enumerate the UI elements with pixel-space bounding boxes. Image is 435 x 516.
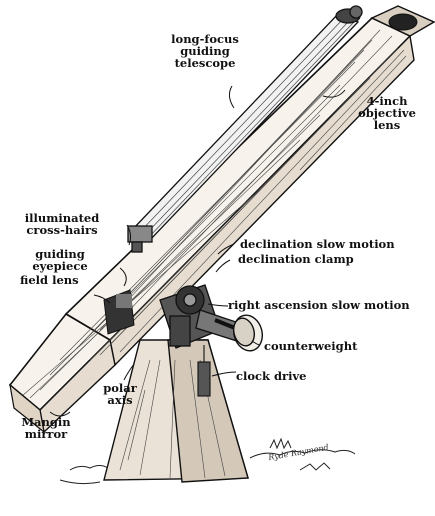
leader-lines: [49, 85, 346, 417]
label-line: 4-inch: [366, 94, 408, 108]
clock-drive: [197, 345, 211, 397]
label-line: polar: [103, 381, 137, 395]
counterweight: [214, 314, 264, 352]
label-cross-hairs: illuminated cross-hairs: [8, 212, 116, 236]
label-guiding-telescope: long-focus guiding telescope: [150, 33, 260, 69]
label-line: axis: [107, 393, 133, 407]
label-guiding-eyepiece: guiding eyepiece: [20, 248, 100, 272]
label-line: illuminated: [24, 211, 100, 225]
label-objective-lens: 4-inch objective lens: [352, 95, 422, 131]
label-mangin-mirror: Mangin mirror: [6, 416, 86, 440]
label-line: mirror: [24, 427, 68, 441]
label-line: telescope: [174, 56, 236, 70]
label-clock-drive: clock drive: [236, 369, 307, 383]
label-line: eyepiece: [32, 259, 88, 273]
equatorial-head: [159, 284, 246, 349]
guiding-telescope: [127, 5, 363, 253]
label-line: objective: [358, 106, 416, 120]
platholder-box: [103, 289, 135, 335]
label-declination-clamp: declination clamp: [238, 252, 354, 266]
label-counterweight: counterweight: [264, 339, 358, 353]
label-line: long-focus: [171, 32, 239, 46]
label-line: guiding: [35, 247, 85, 261]
main-tube: [8, 5, 435, 434]
label-line: cross-hairs: [26, 223, 98, 237]
ground: [59, 437, 356, 485]
label-line: guiding: [180, 44, 230, 58]
pier: [103, 339, 249, 483]
label-line: lens: [373, 118, 401, 132]
label-polar-axis: polar axis: [90, 382, 150, 406]
label-line: Mangin: [21, 415, 71, 429]
label-declination-slow-motion: declination slow motion: [240, 237, 395, 251]
label-field-lens: field lens: [20, 273, 79, 287]
label-right-ascension: right ascension slow motion: [228, 298, 410, 312]
